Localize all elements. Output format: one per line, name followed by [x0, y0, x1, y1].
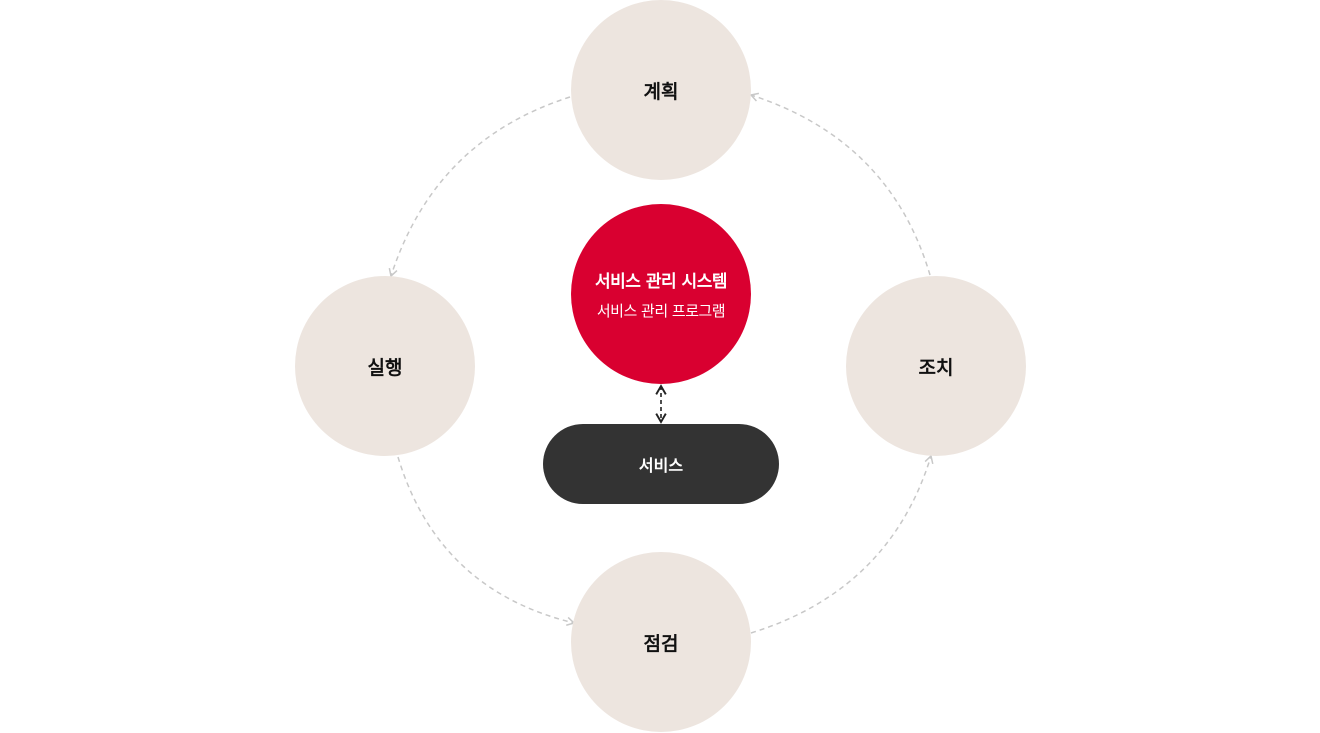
center-system-circle: 서비스 관리 시스템 서비스 관리 프로그램 [571, 204, 751, 384]
cycle-node-plan: 계획 [571, 0, 751, 180]
cycle-node-check: 점검 [571, 552, 751, 732]
arrow-act-to-plan [749, 92, 931, 276]
arrow-check-to-act [750, 454, 934, 634]
cycle-node-act-label: 조치 [918, 356, 954, 379]
cycle-node-do: 실행 [295, 276, 475, 456]
cycle-node-do-label: 실행 [367, 356, 403, 379]
arrow-do-to-check [397, 456, 576, 626]
cycle-node-plan-label: 계획 [643, 80, 679, 103]
center-subtitle: 서비스 관리 프로그램 [596, 302, 726, 320]
service-label: 서비스 [638, 456, 684, 475]
service-pill: 서비스 [543, 424, 779, 504]
center-title: 서비스 관리 시스템 [595, 272, 727, 292]
cycle-node-act: 조치 [846, 276, 1026, 456]
cycle-node-check-label: 점검 [643, 632, 679, 655]
arrow-plan-to-do [388, 96, 571, 278]
